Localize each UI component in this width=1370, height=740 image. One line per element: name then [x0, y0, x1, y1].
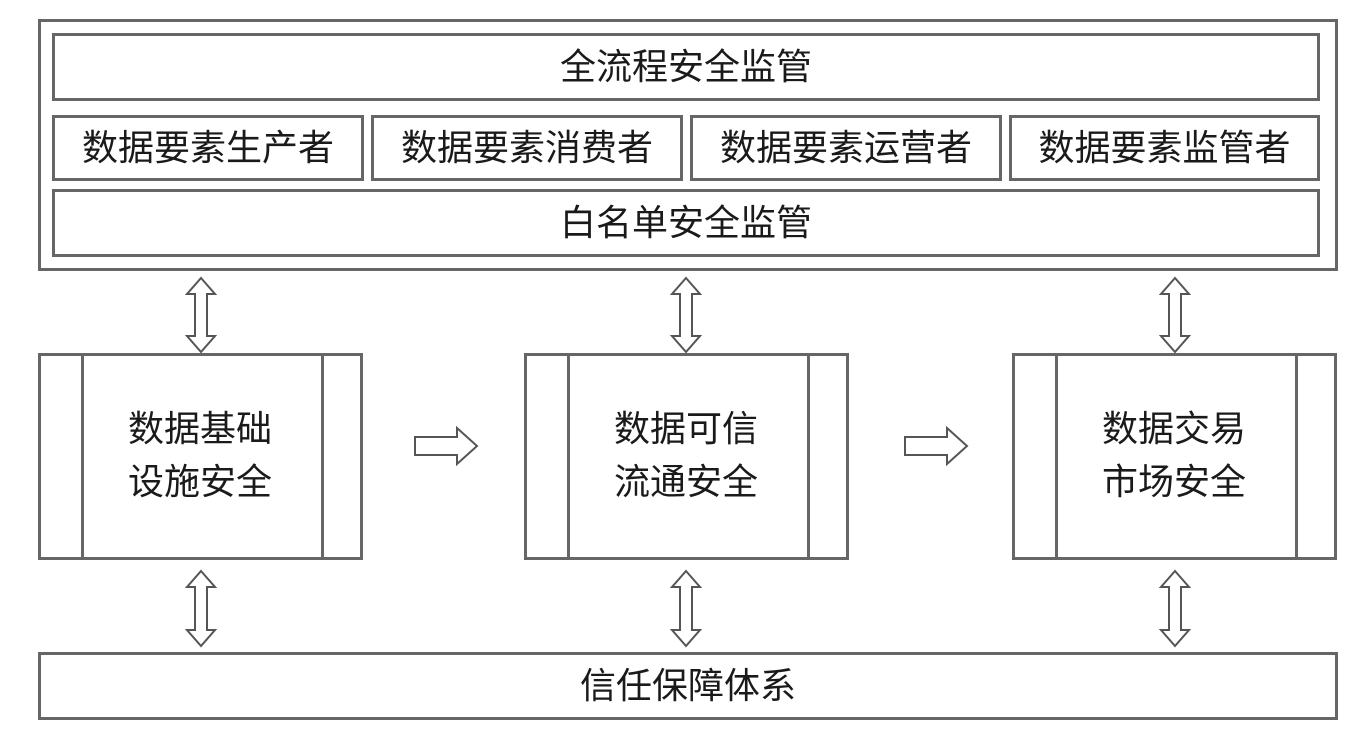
- arrow-right-icon: [904, 425, 969, 467]
- stage-label-infrastructure-line1: 数据基础: [127, 409, 272, 451]
- arrow-right-icon: [414, 425, 479, 467]
- whitelist-supervision-label: 白名单安全监管: [559, 202, 812, 244]
- double-arrow-vertical-icon: [184, 276, 218, 354]
- stage-side-bar-right: [321, 356, 324, 557]
- double-arrow-vertical-icon: [1158, 276, 1192, 354]
- trust-assurance-label: 信任保障体系: [579, 665, 796, 707]
- full-process-supervision-label: 全流程安全监管: [559, 46, 812, 88]
- double-arrow-vertical-icon: [184, 569, 218, 648]
- stage-side-bar-right: [1295, 356, 1298, 557]
- double-arrow-vertical-icon: [669, 276, 703, 354]
- double-arrow-vertical-icon: [669, 569, 703, 648]
- role-label-consumer: 数据要素消费者: [400, 127, 653, 169]
- double-arrow-vertical-icon: [1158, 569, 1192, 648]
- role-box-regulator: [1009, 115, 1320, 181]
- stage-label-market-line1: 数据交易: [1101, 409, 1246, 451]
- role-label-operator: 数据要素运营者: [719, 127, 972, 169]
- stage-label-circulation-line1: 数据可信: [613, 409, 758, 451]
- stage-side-bar-left: [567, 356, 570, 557]
- stage-label-circulation-line2: 流通安全: [613, 461, 758, 503]
- role-box-consumer: [371, 115, 683, 181]
- stage-side-bar-left: [81, 356, 84, 557]
- stage-box-infrastructure: [38, 353, 363, 560]
- stage-side-bar-left: [1055, 356, 1058, 557]
- full-process-supervision-box: [52, 33, 1320, 101]
- role-label-regulator: 数据要素监管者: [1038, 127, 1291, 169]
- stage-label-market-line2: 市场安全: [1101, 461, 1246, 503]
- role-box-producer: [52, 115, 364, 181]
- stage-label-circulation: 数据可信流通安全: [596, 353, 776, 560]
- role-box-operator: [690, 115, 1002, 181]
- stage-label-infrastructure: 数据基础设施安全: [110, 353, 290, 560]
- stage-label-market: 数据交易市场安全: [1084, 353, 1264, 560]
- trust-assurance-box: [38, 652, 1338, 720]
- whitelist-supervision-box: [52, 189, 1320, 257]
- role-label-producer: 数据要素生产者: [81, 127, 334, 169]
- stage-label-infrastructure-line2: 设施安全: [127, 461, 272, 503]
- stage-box-circulation: [524, 353, 849, 560]
- stage-side-bar-right: [807, 356, 810, 557]
- stage-box-market: [1012, 353, 1337, 560]
